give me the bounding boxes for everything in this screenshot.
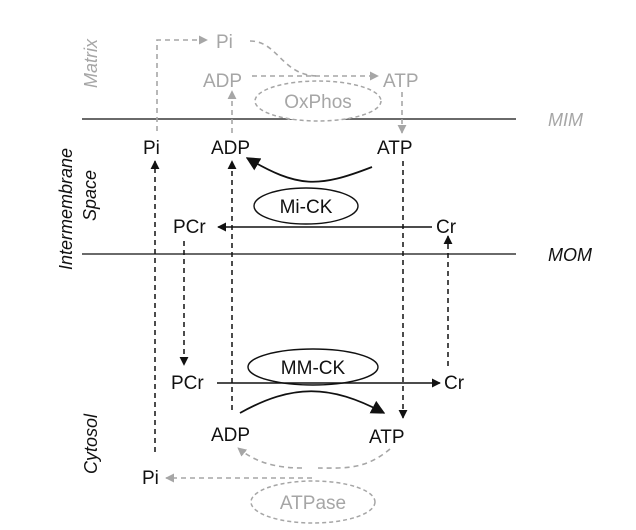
- atpase-label: ATPase: [280, 493, 346, 514]
- ims-adp-label: ADP: [211, 138, 250, 159]
- mi-ck-ellipse: [253, 187, 359, 225]
- cytosol-atp-label: ATP: [369, 427, 405, 448]
- atp-to-atpase-curve: [317, 448, 391, 469]
- cytosol-pcr-label: PCr: [171, 373, 204, 394]
- pi-import-arrow: [156, 35, 208, 131]
- ims-pcr-label: PCr: [173, 217, 206, 238]
- cytosol-cr-label: Cr: [444, 373, 465, 394]
- mm-ck-ellipse: [247, 348, 379, 386]
- mm-ck-adp-to-atp-curve: [239, 390, 386, 414]
- cytosol-region-label: Cytosol: [81, 413, 101, 474]
- intermembrane-region-label: Intermembrane: [56, 148, 76, 270]
- outer-membrane-label: MOM: [548, 245, 592, 265]
- matrix-pi-label: Pi: [216, 32, 233, 53]
- matrix-region-label: Matrix: [81, 38, 101, 88]
- oxphos-ellipse: [254, 80, 382, 122]
- cytosol-pi-label: Pi: [142, 468, 159, 489]
- cytosol-adp-label: ADP: [211, 425, 250, 446]
- ims-atp-label: ATP: [377, 138, 413, 159]
- ims-cr-label: Cr: [436, 217, 457, 238]
- mi-ck-atp-to-adp-curve: [245, 157, 373, 183]
- mm-ck-label: MM-CK: [281, 358, 346, 379]
- inner-membrane-label: MIM: [548, 110, 583, 130]
- atpase-to-adp-arrow: [237, 447, 303, 469]
- atpase-ellipse: [250, 480, 376, 524]
- ims-pi-label: Pi: [143, 138, 160, 159]
- matrix-adp-label: ADP: [203, 71, 242, 92]
- oxphos-label: OxPhos: [284, 92, 352, 113]
- matrix-atp-label: ATP: [383, 71, 419, 92]
- space-region-label: Space: [80, 170, 100, 221]
- mi-ck-label: Mi-CK: [280, 197, 333, 218]
- pi-to-atp-curve: [249, 40, 319, 77]
